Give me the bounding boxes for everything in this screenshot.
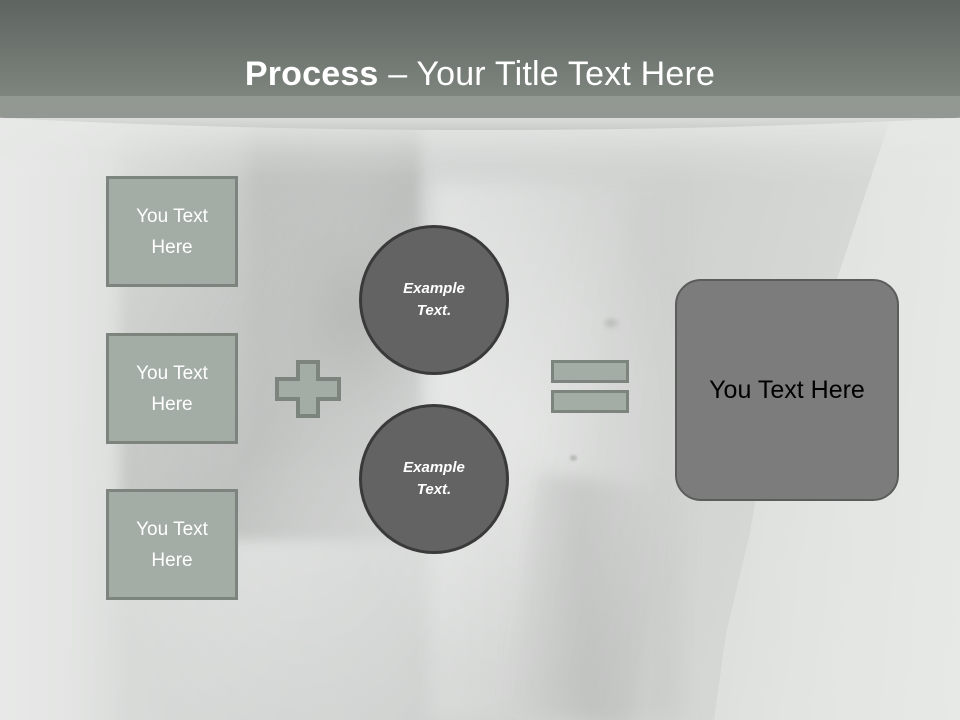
input-box-3[interactable]: You Text Here [106,489,238,600]
process-circle-2-text: Example Text. [403,457,465,501]
process-circle-2-line2: Text. [416,481,452,498]
process-circle-1-text: Example Text. [403,278,465,322]
process-circle-1-line1: Example [403,280,465,297]
process-circle-2[interactable]: Example Text. [359,404,509,554]
input-box-2[interactable]: You Text Here [106,333,238,444]
page-title: Process – Your Title Text Here [0,52,960,96]
page-title-rest: – Your Title Text Here [378,55,716,93]
input-box-1-text: You Text Here [136,201,208,263]
process-circle-1-line2: Text. [416,302,452,319]
background-skin-detail [570,455,577,461]
process-circle-2-line1: Example [403,459,465,476]
page-title-bold: Process [244,55,379,93]
result-box-label: You Text Here [709,376,865,404]
input-box-3-line2: Here [151,549,193,571]
input-box-1-line1: You Text [136,205,208,227]
equals-icon-bar-top [551,360,629,383]
input-box-2-line2: Here [151,393,193,415]
input-box-2-line1: You Text [136,362,208,384]
header-band [0,0,960,130]
process-circle-1[interactable]: Example Text. [359,225,509,375]
background-navel-detail [602,318,620,330]
input-box-3-line1: You Text [136,518,208,540]
input-box-1-line2: Here [151,236,193,258]
equals-icon [551,360,629,413]
input-box-2-text: You Text Here [136,358,208,420]
input-box-1[interactable]: You Text Here [106,176,238,287]
plus-icon [275,360,341,418]
result-box[interactable]: You Text Here [675,279,899,501]
equals-icon-bar-bottom [551,390,629,413]
input-box-3-text: You Text Here [136,514,208,576]
